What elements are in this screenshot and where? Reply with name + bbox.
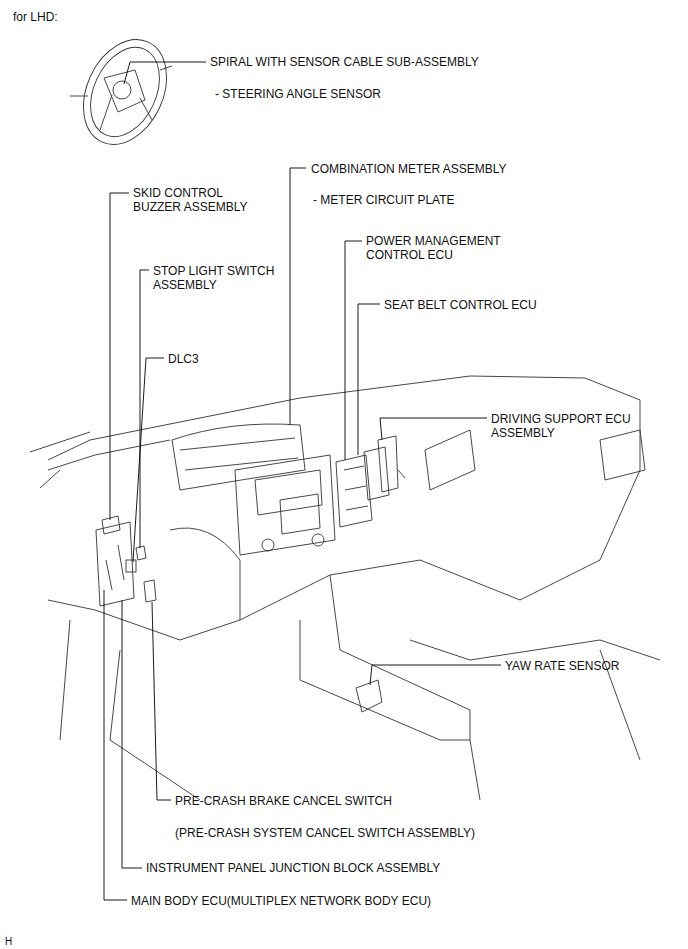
leader-line xyxy=(380,418,487,440)
console-side xyxy=(410,640,660,660)
bracket xyxy=(398,470,405,478)
leader-line xyxy=(358,304,380,455)
dash-lower xyxy=(48,575,330,640)
part-name: SKID CONTROL BUZZER ASSEMBLY xyxy=(133,186,261,214)
steering-stalks xyxy=(70,66,172,96)
vehicle-interior xyxy=(30,26,660,800)
power-management-ecu xyxy=(336,455,372,527)
part-detail: - STEERING ANGLE SENSOR xyxy=(215,87,381,101)
leader-line xyxy=(104,590,127,900)
leader-line xyxy=(124,62,206,84)
part-name: POWER MANAGEMENT CONTROL ECU xyxy=(366,234,516,262)
part-name: PRE-CRASH BRAKE CANCEL SWITCH xyxy=(175,794,392,808)
steering-wheel-inner xyxy=(77,36,173,147)
glove-box-vent xyxy=(425,430,475,490)
yaw-rate-sensor xyxy=(356,680,382,712)
leader-line xyxy=(152,602,171,800)
knee-area xyxy=(170,528,240,620)
part-detail: - METER CIRCUIT PLATE xyxy=(313,193,455,207)
leader-line xyxy=(290,168,306,425)
combination-meter xyxy=(172,424,305,490)
leader-lines xyxy=(104,62,501,900)
knob xyxy=(312,534,324,546)
dash-right xyxy=(330,400,640,600)
steering-wheel xyxy=(67,26,182,158)
dash-top xyxy=(48,376,640,460)
part-name: INSTRUMENT PANEL JUNCTION BLOCK ASSEMBLY xyxy=(146,861,440,875)
part-detail: (PRE-CRASH SYSTEM CANCEL SWITCH ASSEMBLY… xyxy=(175,826,475,840)
stop-light-switch xyxy=(136,546,146,560)
seat-belt-ecu xyxy=(364,447,389,500)
display xyxy=(255,470,322,515)
knob xyxy=(262,539,274,551)
steering-spokes xyxy=(100,95,152,130)
floor-lines xyxy=(60,620,200,800)
pre-crash-cancel-switch xyxy=(144,580,156,602)
part-name: MAIN BODY ECU(MULTIPLEX NETWORK BODY ECU… xyxy=(131,894,431,908)
leader-line xyxy=(110,193,129,520)
part-name: DLC3 xyxy=(168,352,199,366)
center-console xyxy=(300,575,470,740)
part-name: COMBINATION METER ASSEMBLY xyxy=(311,162,507,176)
page-note: for LHD: xyxy=(13,10,58,24)
leader-line xyxy=(140,270,149,548)
leader-line xyxy=(122,600,142,868)
display-screen xyxy=(280,494,320,534)
dash-edge xyxy=(48,440,170,470)
ecu-connectors xyxy=(344,466,368,510)
part-name: STOP LIGHT SWITCH ASSEMBLY xyxy=(153,264,287,292)
dlc3 xyxy=(126,560,136,572)
floor-lines-right xyxy=(470,650,640,800)
side-vent xyxy=(600,430,645,480)
main-body-ecu xyxy=(106,545,124,590)
driving-support-ecu xyxy=(378,436,398,492)
windshield-edge xyxy=(30,432,90,488)
spiral-cable xyxy=(113,81,131,99)
leader-line xyxy=(370,665,501,685)
skid-control-buzzer xyxy=(102,516,120,534)
steering-hub xyxy=(104,70,145,112)
center-panel xyxy=(235,455,335,555)
part-name: YAW RATE SENSOR xyxy=(505,659,619,673)
part-name: SPIRAL WITH SENSOR CABLE SUB-ASSEMBLY xyxy=(210,55,479,69)
part-name: SEAT BELT CONTROL ECU xyxy=(384,298,537,312)
leader-line xyxy=(133,358,164,562)
figure-code: H xyxy=(5,935,12,949)
meter-detail xyxy=(180,438,298,470)
junction-block xyxy=(96,522,134,606)
leader-line xyxy=(345,241,362,460)
part-name: DRIVING SUPPORT ECU ASSEMBLY xyxy=(491,412,639,440)
